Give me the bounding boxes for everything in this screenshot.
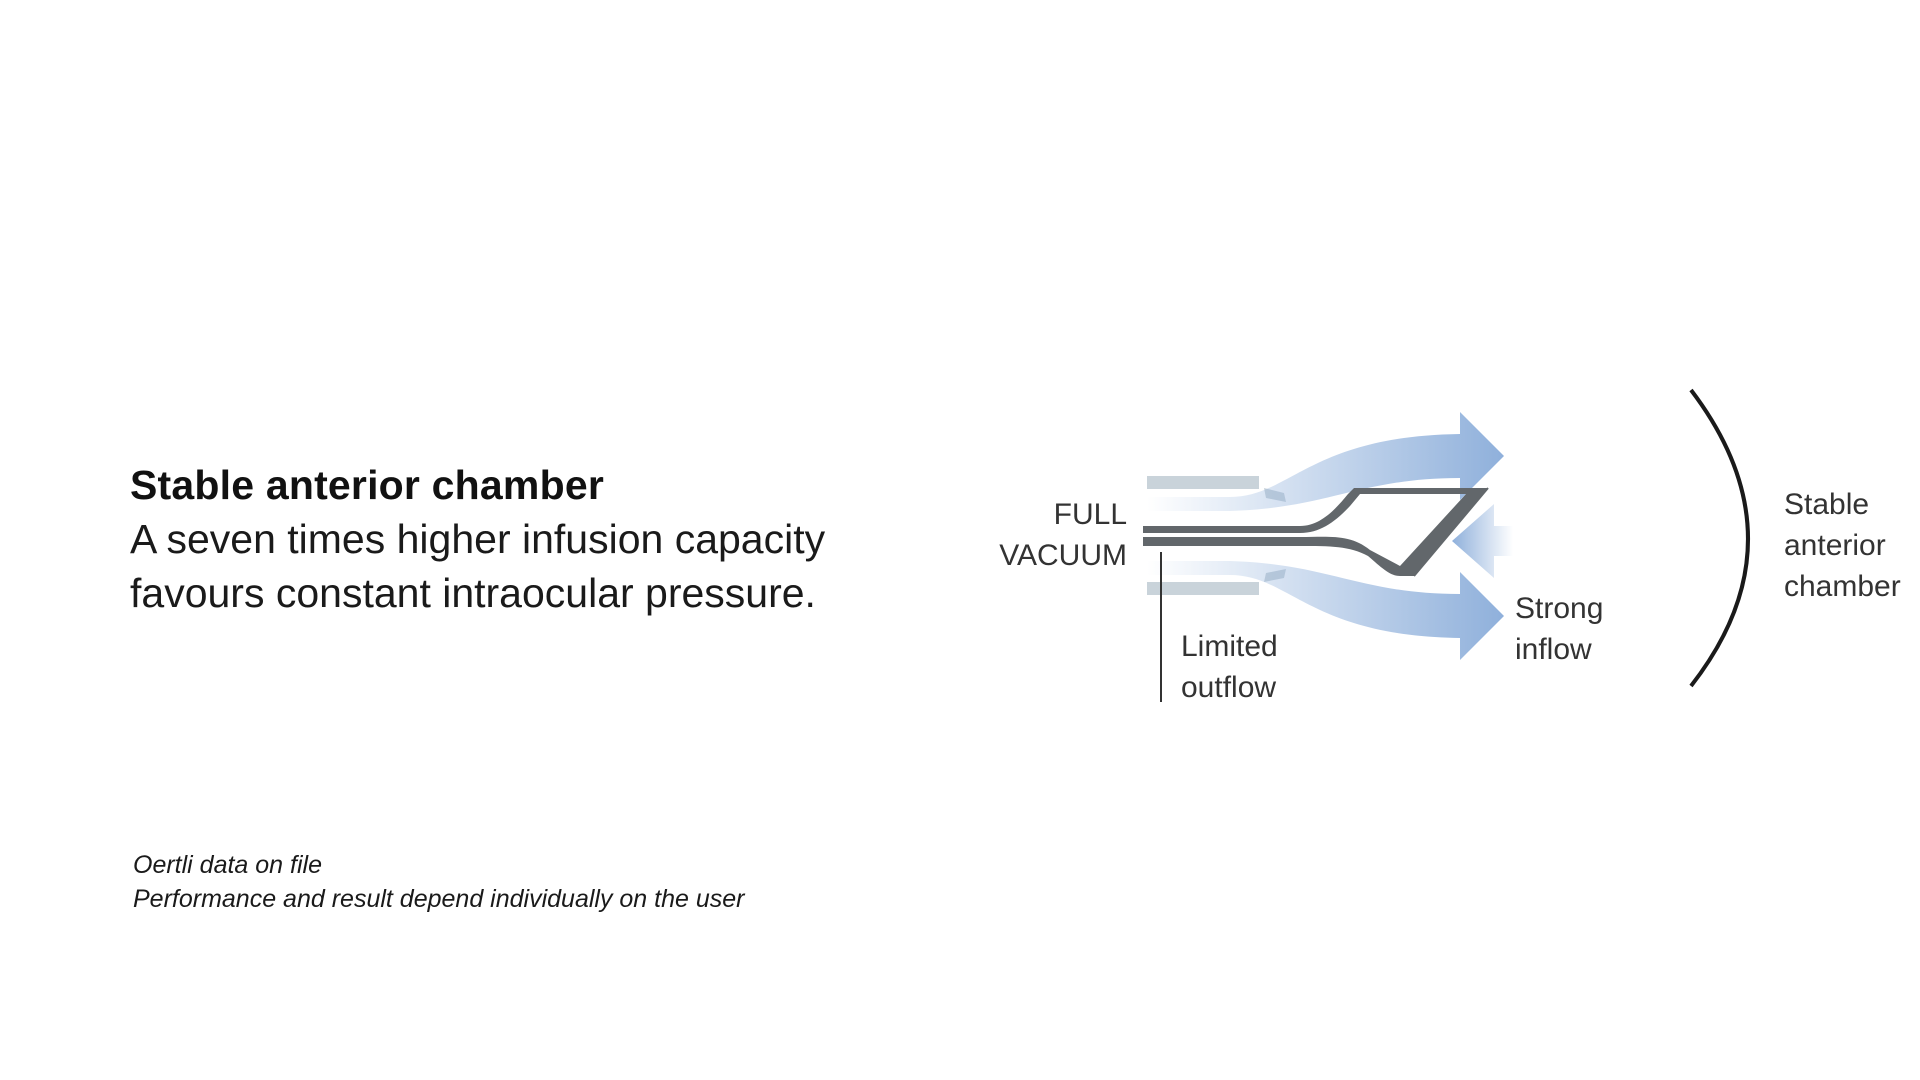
label-chamber-line-3: chamber [1784, 570, 1901, 603]
label-strong-inflow-line-2: inflow [1515, 633, 1592, 666]
headline-body-line-2: favours constant intraocular pressure. [130, 570, 816, 616]
headline-block: Stable anterior chamber A seven times hi… [130, 458, 890, 620]
sleeve-lower-bar [1147, 582, 1259, 595]
label-stable-anterior-chamber: Stable anterior chamber [1784, 484, 1901, 607]
sleeve-upper-bar [1147, 476, 1259, 489]
headline-body-line-1: A seven times higher infusion capacity [130, 516, 826, 562]
footnote: Oertli data on file Performance and resu… [133, 848, 745, 916]
anterior-chamber-arc [1689, 388, 1750, 688]
inflow-arrow [1452, 504, 1513, 578]
headline-body: A seven times higher infusion capacity f… [130, 512, 890, 620]
footnote-line-1: Oertli data on file [133, 851, 322, 879]
phaco-needle [1143, 488, 1488, 576]
outflow-arrow-upper [1147, 412, 1504, 511]
label-limited-outflow: Limited outflow [1181, 626, 1278, 708]
label-chamber-line-2: anterior [1784, 529, 1886, 562]
label-full-vacuum-line-1: FULL [1053, 498, 1127, 531]
label-chamber-line-1: Stable [1784, 488, 1870, 521]
label-strong-inflow: Strong inflow [1515, 588, 1603, 670]
label-limited-outflow-line-2: outflow [1181, 671, 1277, 704]
label-limited-outflow-line-1: Limited [1181, 630, 1278, 663]
headline-title: Stable anterior chamber [130, 462, 604, 508]
outflow-arrow-lower [1147, 561, 1504, 660]
label-full-vacuum: FULL VACUUM [999, 494, 1127, 576]
label-strong-inflow-line-1: Strong [1515, 592, 1604, 625]
phaco-bevel-edge [1413, 487, 1489, 577]
footnote-line-2: Performance and result depend individual… [133, 885, 745, 913]
label-full-vacuum-line-2: VACUUM [999, 539, 1127, 572]
flow-diagram-graphic [1143, 388, 1750, 702]
phaco-flow-diagram: FULL VACUUM Limited outflow Strong inflo… [990, 380, 1920, 710]
